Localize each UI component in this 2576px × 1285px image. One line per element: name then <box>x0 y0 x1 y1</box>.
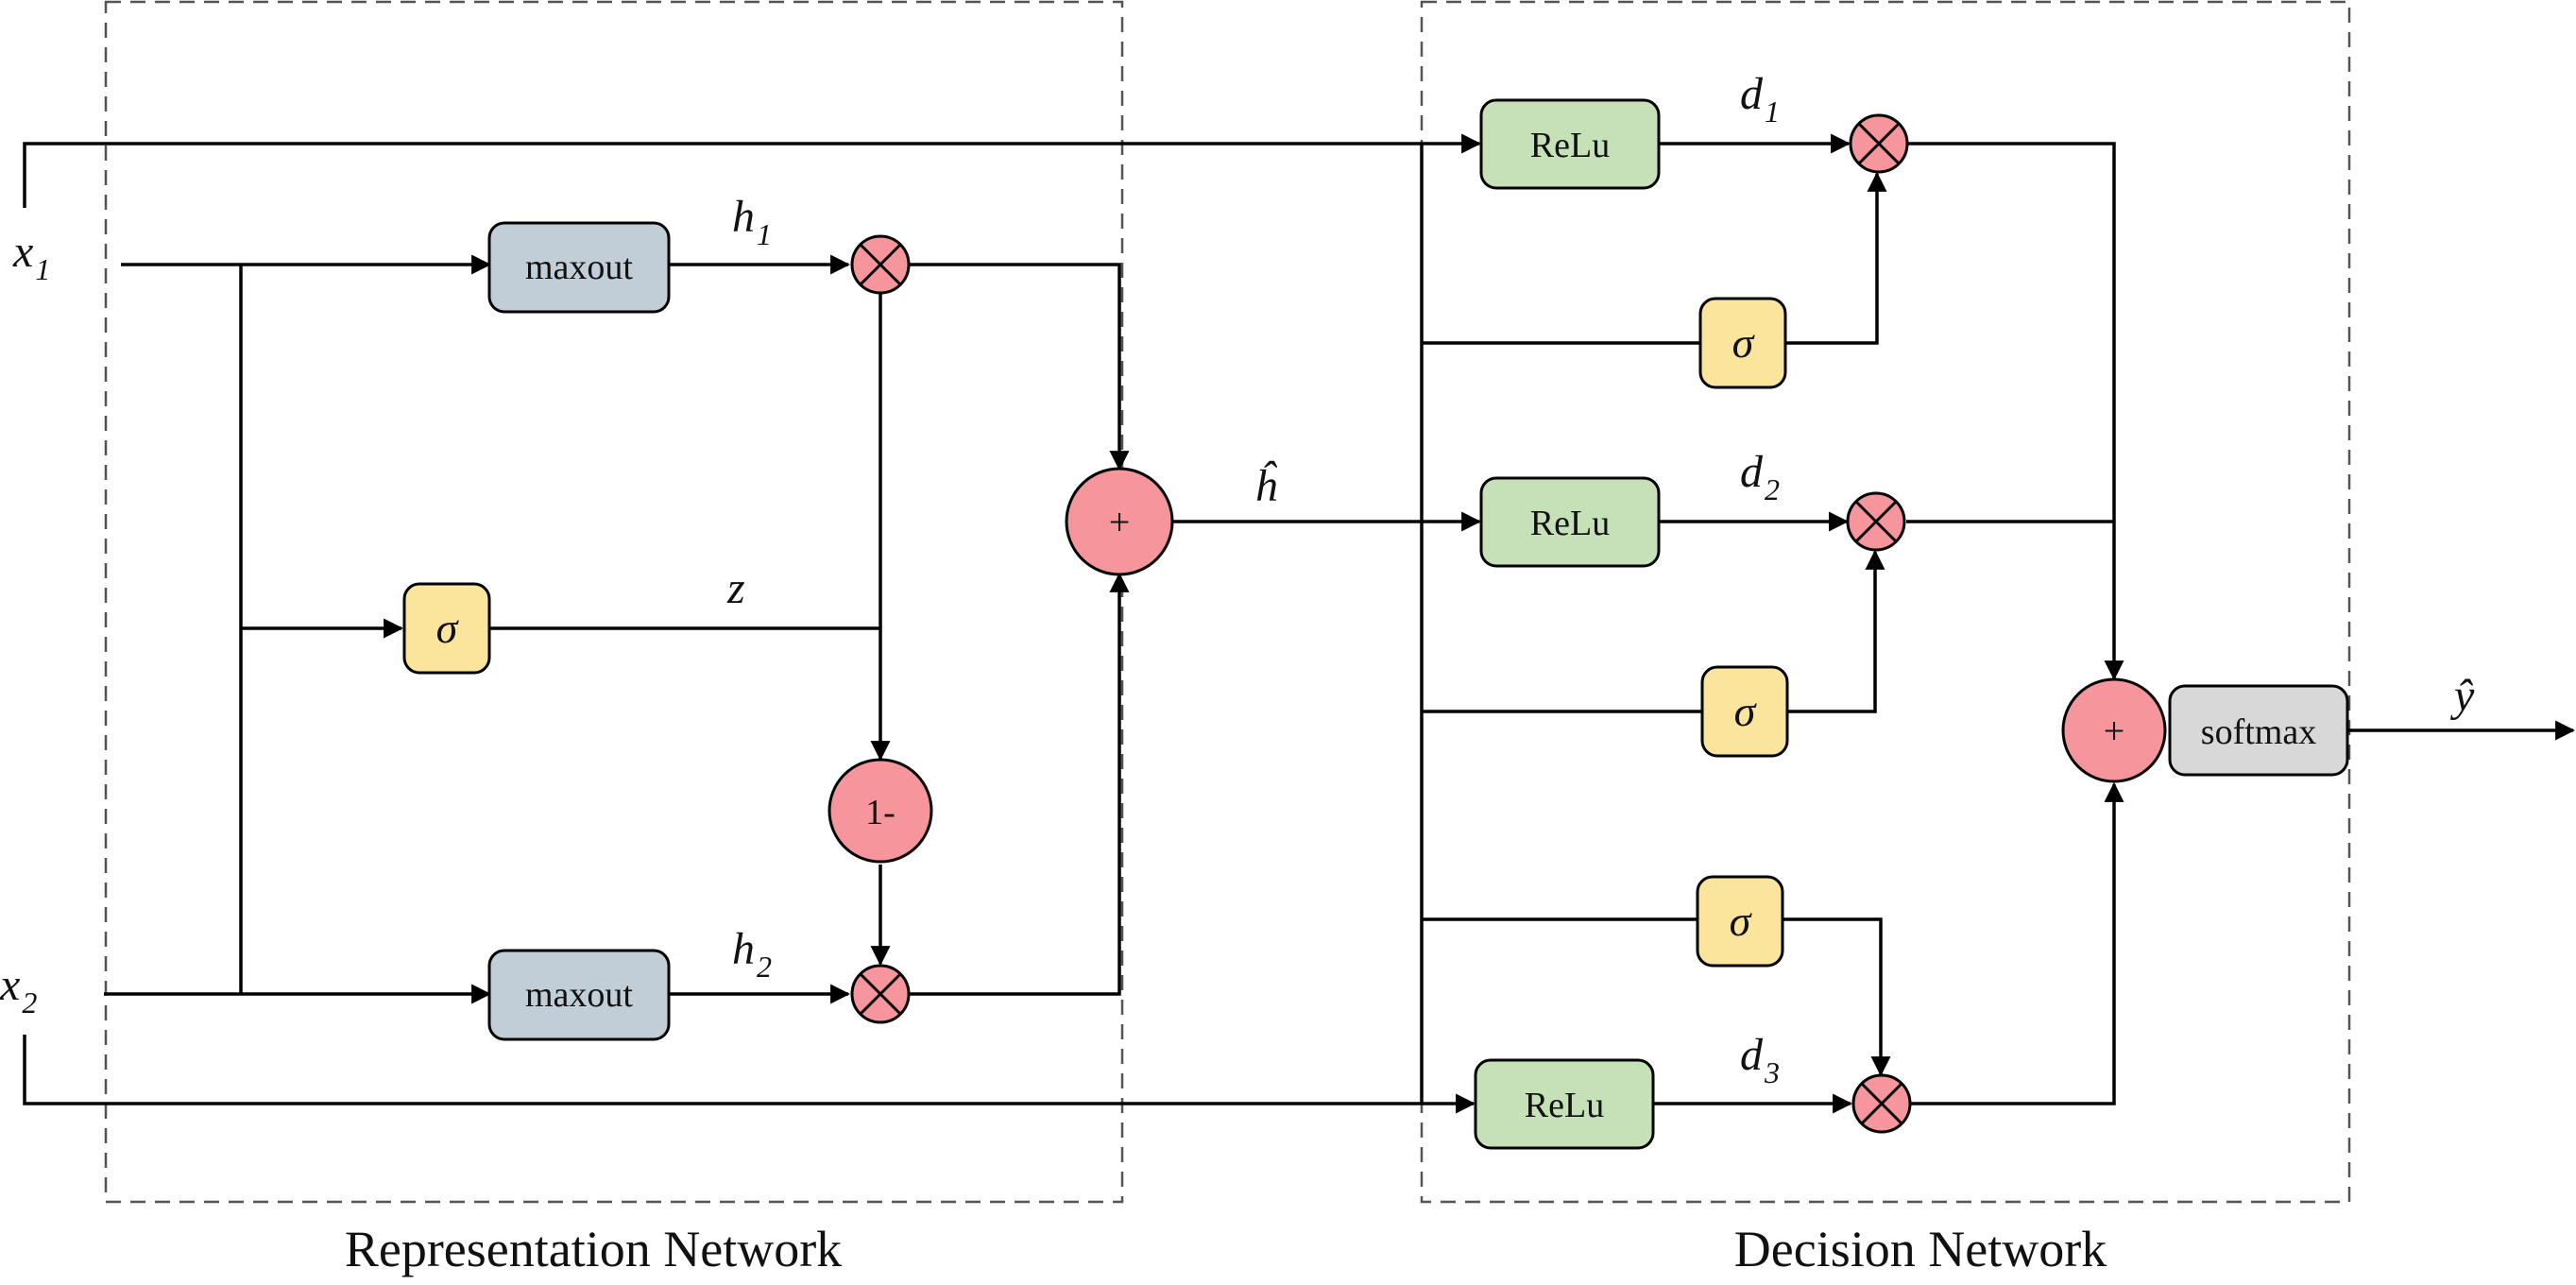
one-minus-label: 1- <box>865 793 896 832</box>
maxout-label-2: maxout <box>525 975 633 1015</box>
representation-network-frame <box>104 0 1124 1204</box>
decision-network-title: Decision Network <box>1734 1221 2107 1277</box>
relu-label-3: ReLu <box>1525 1086 1604 1125</box>
maxout-block-1: maxout <box>487 221 671 314</box>
connections <box>23 133 2576 1114</box>
multiply-op-decision-2 <box>1846 491 1906 552</box>
label-d3: d3 <box>1740 1030 1780 1089</box>
multiply-op-2 <box>850 964 911 1024</box>
sum-label-2: + <box>2104 710 2125 752</box>
label-y-hat: ŷ <box>2449 671 2475 721</box>
input-x2: x2 <box>0 960 37 1019</box>
sum-op-1: + <box>1065 467 1174 576</box>
relu-block-1: ReLu <box>1479 98 1661 190</box>
relu-block-3: ReLu <box>1474 1058 1655 1150</box>
sigma-block-decision-2: σ <box>1700 665 1789 758</box>
sum-label-1: + <box>1109 501 1131 543</box>
multiply-op-decision-1 <box>1849 113 1909 174</box>
label-h1: h1 <box>732 192 772 251</box>
relu-block-2: ReLu <box>1479 476 1661 568</box>
input-x1: x1 <box>12 227 50 286</box>
sigma-label-decision-2: σ <box>1734 687 1758 735</box>
label-h-hat: ĥ <box>1254 460 1278 511</box>
sum-op-2: + <box>2061 677 2167 783</box>
softmax-label: softmax <box>2201 712 2316 752</box>
sigma-label-decision-3: σ <box>1730 897 1753 945</box>
decision-network-frame <box>1420 0 2351 1204</box>
representation-network-title: Representation Network <box>345 1221 842 1277</box>
relu-label-2: ReLu <box>1530 504 1610 543</box>
sigma-label-decision-1: σ <box>1732 318 1756 367</box>
label-d1: d1 <box>1740 69 1780 128</box>
label-z: z <box>726 563 745 613</box>
sigma-label-gate: σ <box>436 604 460 652</box>
sigma-block-decision-1: σ <box>1698 297 1787 389</box>
multiply-op-1 <box>850 234 911 295</box>
sigma-block-gate: σ <box>402 582 491 675</box>
maxout-block-2: maxout <box>487 949 671 1041</box>
softmax-block: softmax <box>2168 684 2349 777</box>
label-d2: d2 <box>1740 447 1780 506</box>
maxout-label-1: maxout <box>525 248 633 287</box>
multiply-op-decision-3 <box>1851 1073 1912 1134</box>
sigma-block-decision-3: σ <box>1696 875 1784 968</box>
one-minus-op: 1- <box>827 758 933 864</box>
relu-label-1: ReLu <box>1530 126 1610 165</box>
label-h2: h2 <box>732 924 772 984</box>
